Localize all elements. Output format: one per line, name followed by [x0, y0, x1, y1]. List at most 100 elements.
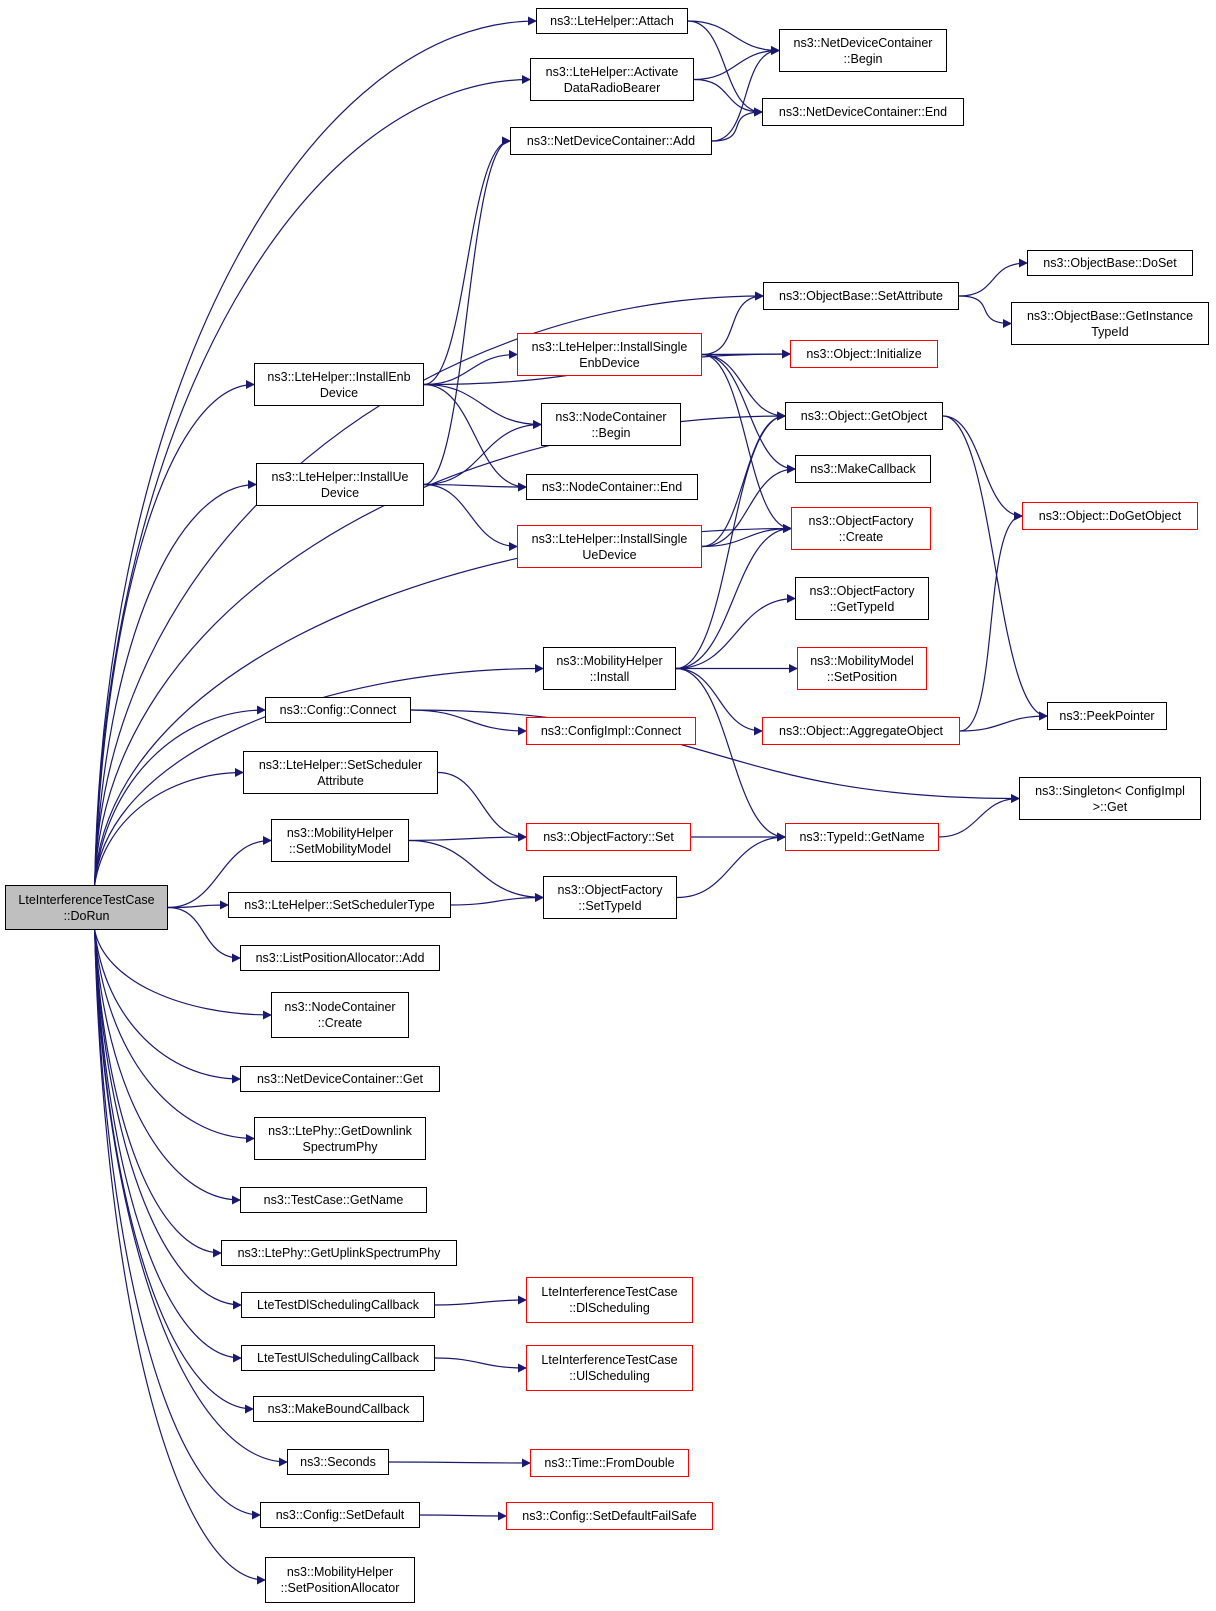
- node-label: ns3::Object::AggregateObject: [779, 724, 943, 738]
- node-aggObj[interactable]: ns3::Object::AggregateObject: [762, 717, 960, 745]
- node-label: ns3::NetDeviceContainer::Get: [256, 1072, 424, 1086]
- node-label: ns3::LteHelper::SetScheduler: [258, 757, 423, 772]
- node-seconds[interactable]: ns3::Seconds: [287, 1449, 389, 1475]
- node-ndcBegin[interactable]: ns3::NetDeviceContainer::Begin: [779, 29, 947, 72]
- node-getUlPhy[interactable]: ns3::LtePhy::GetUplinkSpectrumPhy: [221, 1240, 457, 1266]
- edge-instEnb-to-ndcAdd: [423, 136, 511, 386]
- node-objInit[interactable]: ns3::Object::Initialize: [790, 340, 938, 368]
- node-label: ::GetTypeId: [829, 599, 895, 614]
- node-cfgImplConnect[interactable]: ns3::ConfigImpl::Connect: [526, 717, 696, 745]
- node-tidGetName[interactable]: ns3::TypeId::GetName: [785, 823, 939, 851]
- node-label: LteInterferenceTestCase: [541, 1353, 678, 1367]
- node-ulSched[interactable]: LteInterferenceTestCase::UlScheduling: [526, 1345, 693, 1391]
- edge-mhInstall-to-tidGetName: [675, 667, 786, 842]
- edge-mhInstall-to-aggObj: [675, 667, 763, 736]
- node-ndcEnd[interactable]: ns3::NetDeviceContainer::End: [762, 98, 964, 126]
- node-label: ::SetPosition: [826, 669, 898, 684]
- node-ncEnd[interactable]: ns3::NodeContainer::End: [526, 474, 698, 500]
- node-label: ns3::NetDeviceContainer::Add: [526, 134, 696, 148]
- node-makeBoundCb[interactable]: ns3::MakeBoundCallback: [253, 1396, 424, 1422]
- node-peek[interactable]: ns3::PeekPointer: [1047, 702, 1167, 730]
- node-doGetObj[interactable]: ns3::Object::DoGetObject: [1022, 502, 1198, 530]
- edge-instEnb-to-instSingleEnb: [423, 350, 518, 386]
- node-mhInstall[interactable]: ns3::MobilityHelper::Install: [543, 647, 676, 690]
- node-getObj[interactable]: ns3::Object::GetObject: [785, 402, 943, 430]
- edge-activate-to-ndcEnd: [693, 78, 763, 117]
- edge-setAttr-to-getInst: [958, 295, 1012, 328]
- node-makeCb[interactable]: ns3::MakeCallback: [795, 455, 931, 483]
- edge-ofSetTypeId-to-tidGetName: [676, 832, 786, 899]
- node-cfgSetDefault[interactable]: ns3::Config::SetDefault: [260, 1502, 420, 1528]
- node-ofSetTypeId[interactable]: ns3::ObjectFactory::SetTypeId: [543, 876, 677, 919]
- edge-attach-to-ndcEnd: [687, 20, 763, 117]
- node-label: ::Create: [838, 529, 884, 544]
- node-label: ns3::ObjectFactory: [809, 583, 915, 598]
- node-setAttr[interactable]: ns3::ObjectBase::SetAttribute: [763, 282, 959, 310]
- edge-root-to-ndcGet: [94, 929, 241, 1084]
- node-ndcGet[interactable]: ns3::NetDeviceContainer::Get: [240, 1066, 440, 1092]
- node-ofSet[interactable]: ns3::ObjectFactory::Set: [526, 823, 691, 851]
- edge-instSingleEnb-to-setAttr: [701, 291, 764, 356]
- node-setSchedType[interactable]: ns3::LteHelper::SetSchedulerType: [228, 892, 451, 918]
- node-cfgConnect[interactable]: ns3::Config::Connect: [265, 697, 411, 723]
- node-ncBegin[interactable]: ns3::NodeContainer::Begin: [541, 403, 681, 446]
- edge-instUe-to-instSingleUe: [423, 483, 518, 551]
- node-label: ns3::Config::Connect: [279, 703, 397, 717]
- node-dlSchedCb[interactable]: LteTestDlSchedulingCallback: [241, 1292, 435, 1318]
- node-ncCreate[interactable]: ns3::NodeContainer::Create: [271, 992, 409, 1038]
- node-label: ns3::NodeContainer: [284, 1000, 396, 1014]
- node-attach[interactable]: ns3::LteHelper::Attach: [536, 8, 688, 34]
- edge-root-to-instUe: [94, 480, 257, 886]
- node-lpaAdd[interactable]: ns3::ListPositionAllocator::Add: [240, 945, 440, 971]
- node-fromDouble[interactable]: ns3::Time::FromDouble: [530, 1449, 689, 1477]
- edge-root-to-setSchedAttr: [94, 768, 244, 886]
- edge-aggObj-to-doGetObj: [959, 511, 1023, 732]
- node-label: ::Create: [317, 1016, 363, 1030]
- node-label: ::SetMobilityModel: [288, 841, 392, 856]
- node-singleton[interactable]: ns3::Singleton< ConfigImpl>::Get: [1019, 777, 1201, 820]
- node-ndcAdd[interactable]: ns3::NetDeviceContainer::Add: [510, 127, 712, 155]
- node-label: ns3::ObjectBase::DoSet: [1043, 256, 1177, 270]
- edge-root-to-mhInstall: [94, 664, 544, 886]
- node-label: ns3::TestCase::GetName: [263, 1193, 404, 1207]
- node-dlSched[interactable]: LteInterferenceTestCase::DlScheduling: [526, 1277, 693, 1323]
- edge-root-to-lpaAdd: [167, 906, 241, 963]
- node-label: ns3::LteHelper::Activate: [545, 64, 679, 79]
- node-tcGetName[interactable]: ns3::TestCase::GetName: [240, 1187, 427, 1213]
- node-label: ::DoRun: [63, 908, 110, 923]
- edge-instSingleUe-to-getObj: [701, 411, 786, 548]
- node-mmSetPos[interactable]: ns3::MobilityModel::SetPosition: [797, 647, 927, 690]
- edge-root-to-tcGetName: [94, 929, 241, 1205]
- node-label: ns3::MobilityHelper: [286, 1565, 394, 1579]
- node-cfgSetDefaultFS[interactable]: ns3::Config::SetDefaultFailSafe: [506, 1502, 713, 1530]
- node-doSet[interactable]: ns3::ObjectBase::DoSet: [1027, 250, 1193, 276]
- edge-attach-to-ndcBegin: [687, 20, 780, 55]
- edge-root-to-cfgConnect: [94, 705, 266, 886]
- node-ulSchedCb[interactable]: LteTestUlSchedulingCallback: [241, 1345, 435, 1371]
- edge-root-to-ncCreate: [94, 929, 272, 1020]
- node-label: Device: [319, 385, 359, 400]
- node-ofCreate[interactable]: ns3::ObjectFactory::Create: [791, 507, 931, 550]
- node-ofGetTypeId[interactable]: ns3::ObjectFactory::GetTypeId: [795, 577, 929, 620]
- node-setMobModel[interactable]: ns3::MobilityHelper::SetMobilityModel: [271, 819, 409, 862]
- edge-aggObj-to-peek: [959, 711, 1048, 732]
- edge-dlSchedCb-to-dlSched: [434, 1295, 527, 1306]
- node-label: LteTestDlSchedulingCallback: [257, 1298, 419, 1312]
- node-label: ns3::ListPositionAllocator::Add: [255, 951, 425, 965]
- node-label: SpectrumPhy: [302, 1139, 378, 1154]
- node-label: ns3::LteHelper::InstallSingle: [531, 531, 688, 546]
- edge-cfgConnect-to-singleton: [410, 709, 1020, 803]
- edge-setMobModel-to-ofSetTypeId: [408, 839, 544, 902]
- node-setPosAlloc[interactable]: ns3::MobilityHelper::SetPositionAllocato…: [265, 1557, 415, 1603]
- node-label: ns3::ObjectBase::GetInstance: [1026, 308, 1194, 323]
